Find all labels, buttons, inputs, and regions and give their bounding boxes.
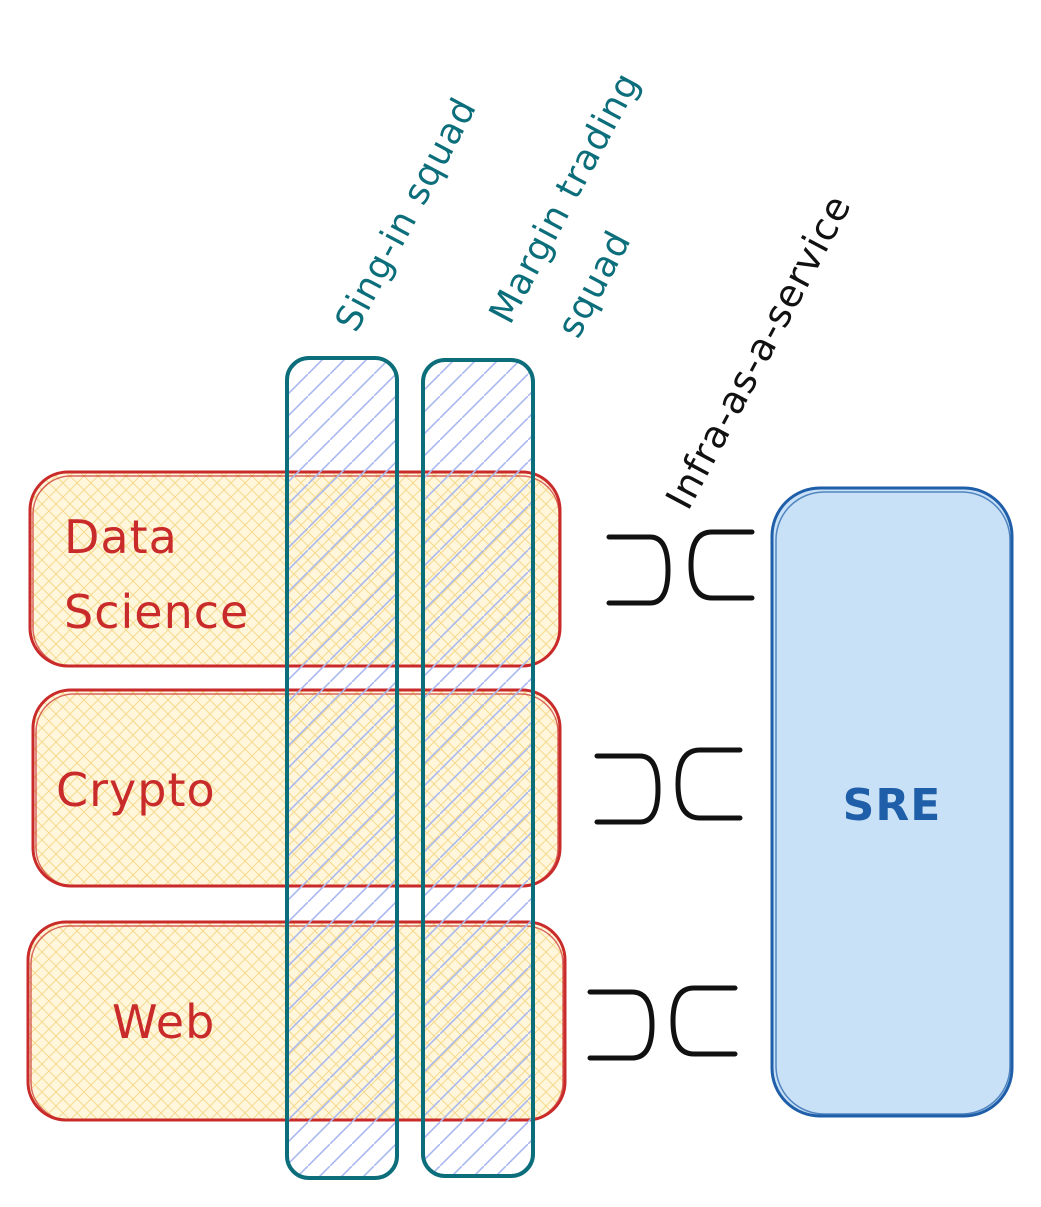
- interface-label: Infra-as-a-service: [657, 187, 860, 516]
- team-data-science-label-line2: Science: [64, 585, 249, 639]
- squad-sign-in-label: Sing-in squad: [328, 91, 485, 338]
- squad-margin-trading-label-line1: Margin trading: [482, 66, 649, 331]
- team-crypto-label: Crypto: [56, 763, 216, 817]
- connector-web: [587, 985, 738, 1061]
- connector-data-science: [606, 529, 755, 606]
- platform-sre-label: SRE: [843, 780, 942, 831]
- connector-crypto: [594, 747, 743, 825]
- team-web-label: Web: [112, 995, 215, 1049]
- squad-sign-in: [285, 356, 399, 1180]
- squad-margin-trading: [421, 358, 535, 1178]
- team-data-science-label-line1: Data: [64, 510, 178, 564]
- platform-sre: SRE: [770, 486, 1014, 1118]
